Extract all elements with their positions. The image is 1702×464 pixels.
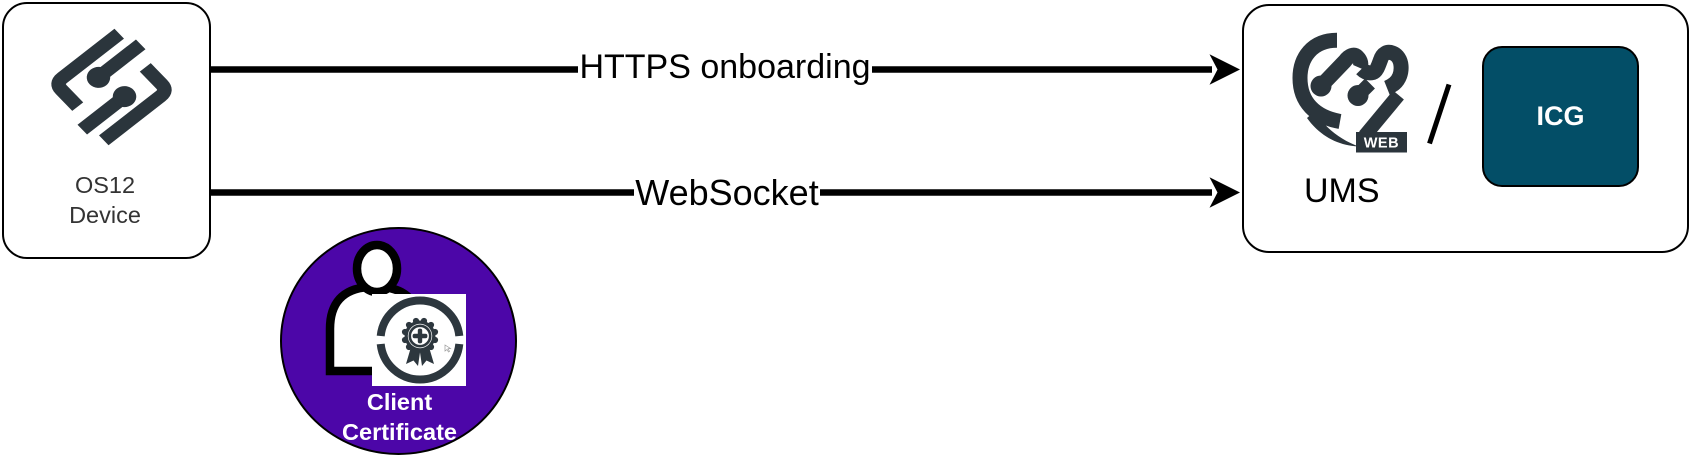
svg-text:WEB: WEB: [1364, 136, 1399, 152]
